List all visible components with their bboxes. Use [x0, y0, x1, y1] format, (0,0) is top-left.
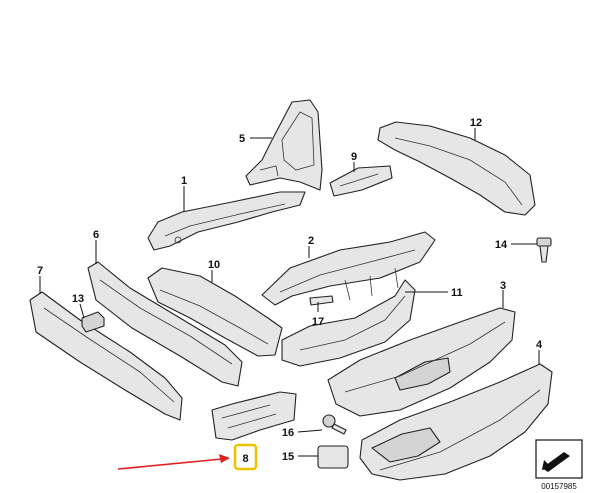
label-10: 10: [208, 259, 220, 271]
label-16: 16: [282, 427, 294, 439]
label-15: 15: [282, 451, 294, 463]
label-7: 7: [37, 265, 43, 277]
part-16-screw: [322, 414, 347, 435]
part-2-frame: [261, 231, 436, 306]
part-15-cap: [317, 445, 349, 469]
part-6-strip: [87, 261, 243, 387]
part-10-panel: [147, 267, 283, 357]
part-17-pin: [309, 295, 334, 306]
label-13: 13: [72, 293, 84, 305]
label-17: 17: [312, 316, 324, 328]
label-4: 4: [536, 339, 543, 351]
part-14-pin: [536, 237, 552, 263]
label-5: 5: [239, 133, 245, 145]
part-4-trim: [359, 363, 553, 481]
label-6: 6: [93, 229, 99, 241]
label-2: 2: [308, 235, 314, 247]
label-9: 9: [351, 151, 357, 163]
reference-number: 00157985: [541, 482, 577, 491]
part-7-strip: [29, 291, 183, 421]
part-3-trim: [327, 307, 516, 417]
label-12: 12: [470, 117, 482, 129]
part-13-clip: [81, 311, 105, 333]
label-14: 14: [495, 239, 508, 251]
part-9-clip: [329, 165, 393, 197]
part-8-bracket: [211, 391, 297, 441]
highlight-arrow: [117, 454, 230, 470]
leader-lines: [39, 128, 540, 457]
label-11: 11: [451, 287, 463, 299]
label-8: 8: [242, 453, 248, 465]
part-5-bracket: [245, 99, 323, 191]
label-1: 1: [181, 175, 187, 187]
part-11-base: [281, 279, 416, 367]
reference-box: [535, 439, 583, 479]
part-1-rail: [147, 191, 306, 251]
part-12-trim: [377, 121, 536, 216]
label-3: 3: [500, 280, 506, 292]
highlight-box: [233, 443, 258, 471]
